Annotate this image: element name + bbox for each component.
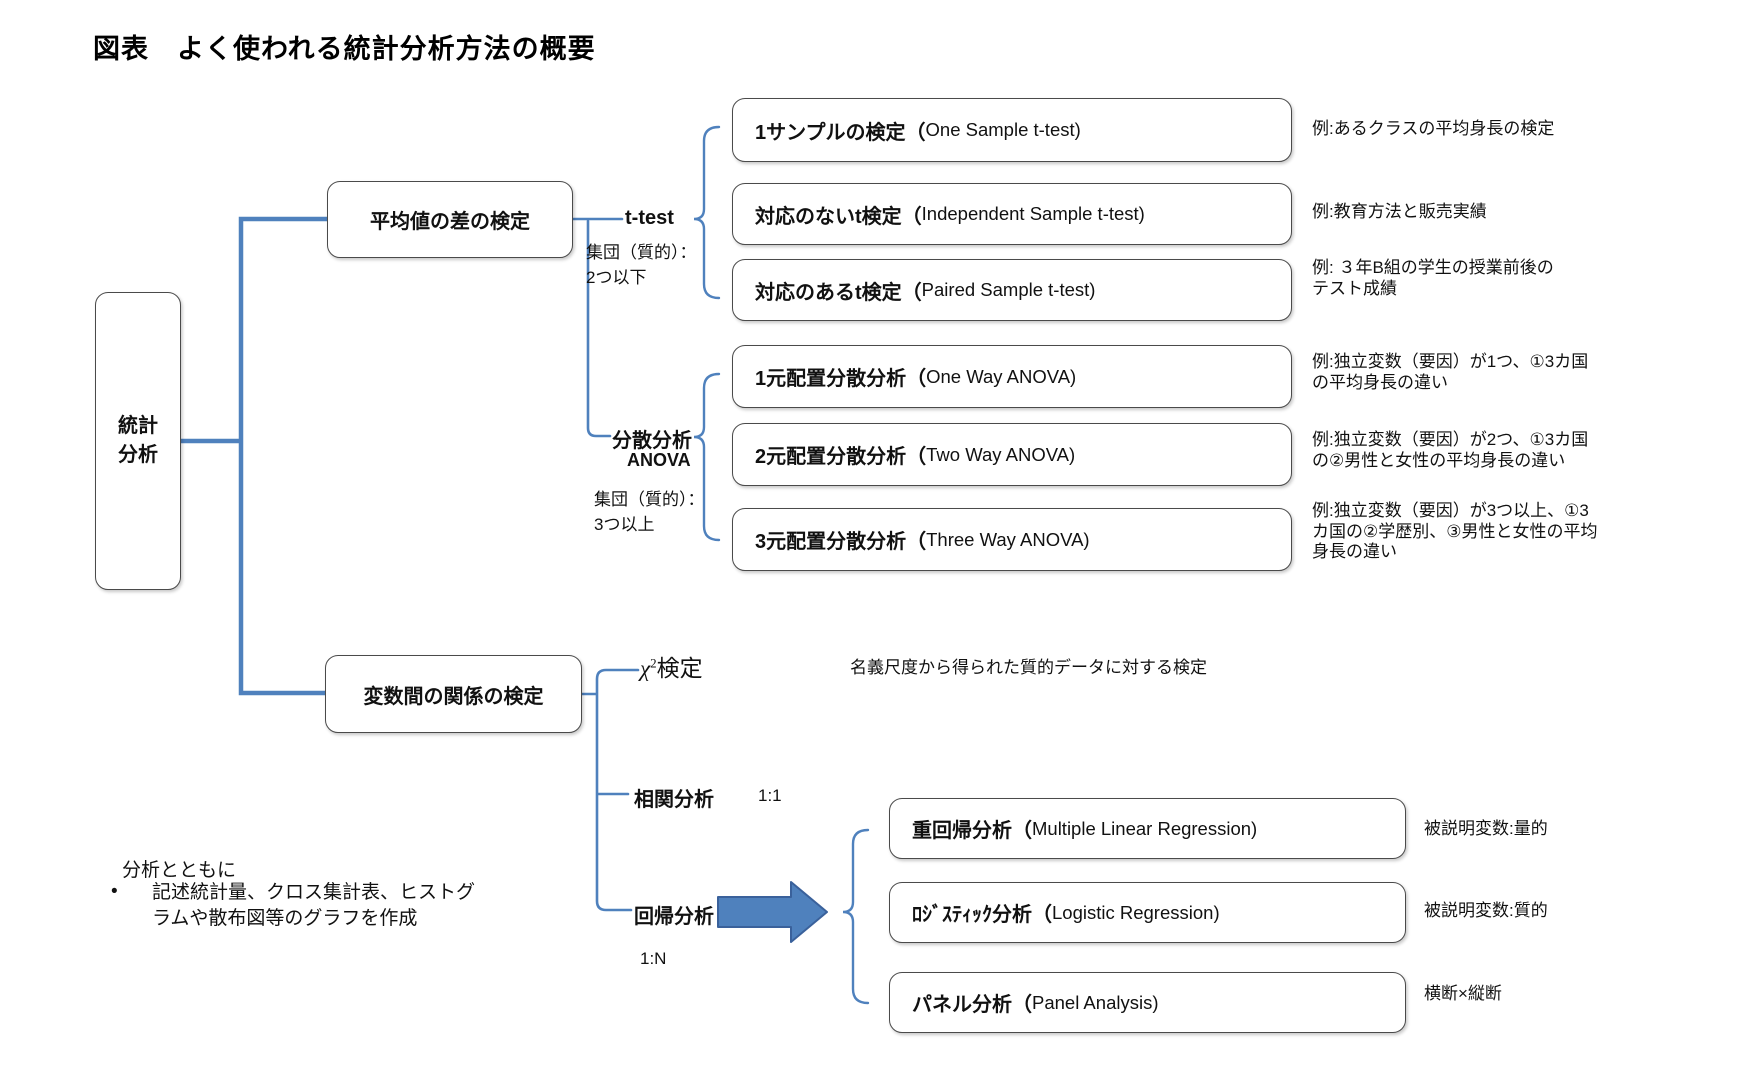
one-sample-example: 例:あるクラスの平均身長の検定: [1312, 119, 1555, 138]
correlation-ratio: 1:1: [758, 786, 782, 805]
footnote-intro: 分析とともに: [122, 860, 237, 881]
node-statistical-analysis: 統計 分析: [95, 292, 181, 590]
page-title: 図表 よく使われる統計分析方法の概要: [93, 34, 596, 64]
relations-branch-elbow: [580, 668, 640, 912]
panel-analysis-en: Panel Analysis): [1032, 991, 1159, 1013]
anova-label-en: ANOVA: [627, 450, 691, 470]
two-way-anova-example: 例:独立変数（要因）が2つ、①3カ国の②男性と女性の平均身長の違い: [1312, 430, 1589, 470]
footnote-text: 記述統計量、クロス集計表、ヒストグラムや散布図等のグラフを作成: [152, 882, 476, 930]
one-way-anova-jp: 1元配置分散分析（: [755, 368, 927, 390]
independent-example: 例:教育方法と販売実績: [1312, 202, 1487, 221]
root-label-line1: 統計: [118, 415, 158, 437]
three-way-anova-example: 例:独立変数（要因）が3つ以上、①3カ国の②学歴別、③男性と女性の平均身長の違い: [1312, 501, 1598, 562]
chi-symbol: χ: [640, 656, 651, 681]
variable-relation-label: 変数間の関係の検定: [363, 685, 544, 708]
chi-test-text: 検定: [656, 656, 703, 681]
regression-brace: [842, 828, 870, 1005]
two-way-anova-jp: 2元配置分散分析（: [755, 446, 927, 468]
ttest-group-count: 2つ以下: [586, 268, 647, 287]
panel-analysis-jp: パネル分析（: [912, 994, 1032, 1016]
node-one-way-anova: 1元配置分散分析（One Way ANOVA): [732, 345, 1292, 408]
anova-brace: [693, 372, 721, 542]
mean-difference-label: 平均値の差の検定: [370, 211, 530, 233]
regression-arrow: [717, 881, 828, 943]
one-sample-ttest-jp: 1サンプルの検定（: [755, 121, 926, 144]
logistic-regression-jp: ﾛｼﾞｽﾃｨｯｸ分析（: [912, 904, 1052, 926]
independent-ttest-jp: 対応のないt検定（: [755, 205, 922, 228]
panel-analysis-note: 横断×縦断: [1424, 984, 1502, 1003]
anova-group-note: 集団（質的）：: [594, 490, 705, 509]
logistic-regression-en: Logistic Regression): [1052, 901, 1220, 923]
multiple-regression-jp: 重回帰分析（: [912, 820, 1032, 842]
footnote-bullet: •: [111, 881, 118, 902]
regression-ratio: 1:N: [640, 949, 667, 968]
node-two-way-anova: 2元配置分散分析（Two Way ANOVA): [732, 423, 1292, 486]
node-independent-sample-ttest: 対応のないt検定（Independent Sample t-test): [732, 183, 1292, 245]
node-three-way-anova: 3元配置分散分析（Three Way ANOVA): [732, 508, 1292, 571]
chi-square-label: χ2検定: [640, 649, 703, 683]
multiple-regression-en: Multiple Linear Regression): [1032, 817, 1258, 839]
correlation-label: 相関分析: [634, 789, 714, 811]
node-logistic-regression: ﾛｼﾞｽﾃｨｯｸ分析（Logistic Regression): [889, 882, 1406, 943]
paired-example: 例: ３年B組の学生の授業前後のテスト成績: [1312, 258, 1554, 298]
trunk-line: [180, 216, 330, 696]
two-way-anova-en: Two Way ANOVA): [926, 443, 1076, 465]
node-paired-sample-ttest: 対応のあるt検定（Paired Sample t-test): [732, 259, 1292, 321]
chi-exponent: 2: [650, 655, 657, 671]
means-branch-elbow: [571, 217, 624, 438]
node-panel-analysis: パネル分析（Panel Analysis): [889, 972, 1406, 1033]
paired-ttest-en: Paired Sample t-test): [921, 279, 1096, 300]
chi-square-note: 名義尺度から得られた質的データに対する検定: [850, 658, 1207, 677]
three-way-anova-jp: 3元配置分散分析（: [755, 531, 927, 553]
ttest-label: t-test: [625, 207, 674, 229]
independent-ttest-en: Independent Sample t-test): [921, 203, 1145, 224]
three-way-anova-en: Three Way ANOVA): [926, 528, 1090, 550]
anova-group-count: 3つ以上: [594, 515, 655, 534]
ttest-group-note: 集団（質的）：: [586, 243, 697, 262]
multiple-regression-note: 被説明変数:量的: [1424, 819, 1548, 838]
node-variable-relation-tests: 変数間の関係の検定: [325, 655, 582, 733]
node-multiple-linear-regression: 重回帰分析（Multiple Linear Regression): [889, 798, 1406, 859]
root-label-line2: 分析: [118, 444, 158, 466]
regression-label: 回帰分析: [634, 906, 714, 928]
anova-label: 分散分析: [612, 430, 692, 452]
ttest-brace: [693, 125, 721, 300]
one-sample-ttest-en: One Sample t-test): [925, 119, 1081, 140]
one-way-anova-example: 例:独立変数（要因）が1つ、①3カ国の平均身長の違い: [1312, 352, 1589, 392]
paired-ttest-jp: 対応のあるt検定（: [755, 281, 922, 304]
one-way-anova-en: One Way ANOVA): [926, 365, 1077, 387]
logistic-regression-note: 被説明変数:質的: [1424, 901, 1548, 920]
node-mean-difference-tests: 平均値の差の検定: [327, 181, 573, 258]
node-one-sample-ttest: 1サンプルの検定（One Sample t-test): [732, 98, 1292, 162]
